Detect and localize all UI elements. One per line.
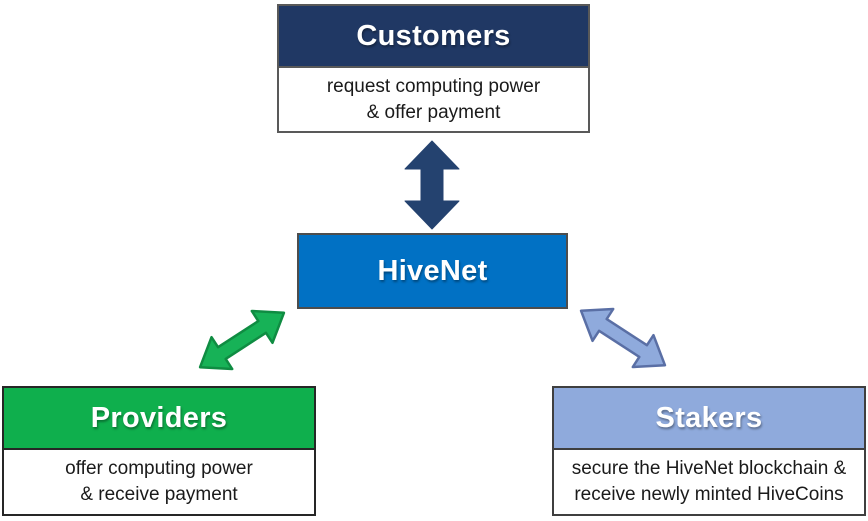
providers-hivenet-arrow — [186, 294, 298, 387]
providers-desc-line1: offer computing power — [65, 458, 253, 479]
customers-header: Customers — [277, 4, 590, 68]
stakers-description: secure the HiveNet blockchain & receive … — [552, 448, 866, 516]
stakers-desc-line1: secure the HiveNet blockchain & — [571, 458, 847, 479]
stakers-title: Stakers — [655, 401, 763, 434]
stakers-desc-line2: receive newly minted HiveCoins — [574, 484, 844, 505]
providers-header: Providers — [2, 386, 316, 450]
customers-desc-line1: request computing power — [326, 75, 541, 97]
customers-description: request computing power & offer payment — [277, 66, 590, 133]
stakers-header: Stakers — [552, 386, 866, 450]
stakers-node: Stakers secure the HiveNet blockchain & … — [552, 386, 866, 516]
providers-desc-line2: & receive payment — [80, 484, 238, 505]
customers-node: Customers request computing power & offe… — [277, 4, 590, 133]
stakers-hivenet-arrow — [567, 292, 679, 385]
providers-description: offer computing power & receive payment — [2, 448, 316, 516]
double-arrow-vertical-icon — [404, 140, 460, 230]
hivenet-title: HiveNet — [377, 254, 488, 287]
customers-title: Customers — [356, 19, 511, 52]
hivenet-node: HiveNet — [297, 233, 568, 309]
customers-hivenet-arrow — [403, 139, 461, 231]
customers-desc-line2: & offer payment — [366, 101, 501, 123]
providers-node: Providers offer computing power & receiv… — [2, 386, 316, 516]
double-arrow-diagonal-icon — [579, 307, 667, 369]
double-arrow-diagonal-icon — [198, 309, 286, 371]
providers-title: Providers — [90, 401, 228, 434]
